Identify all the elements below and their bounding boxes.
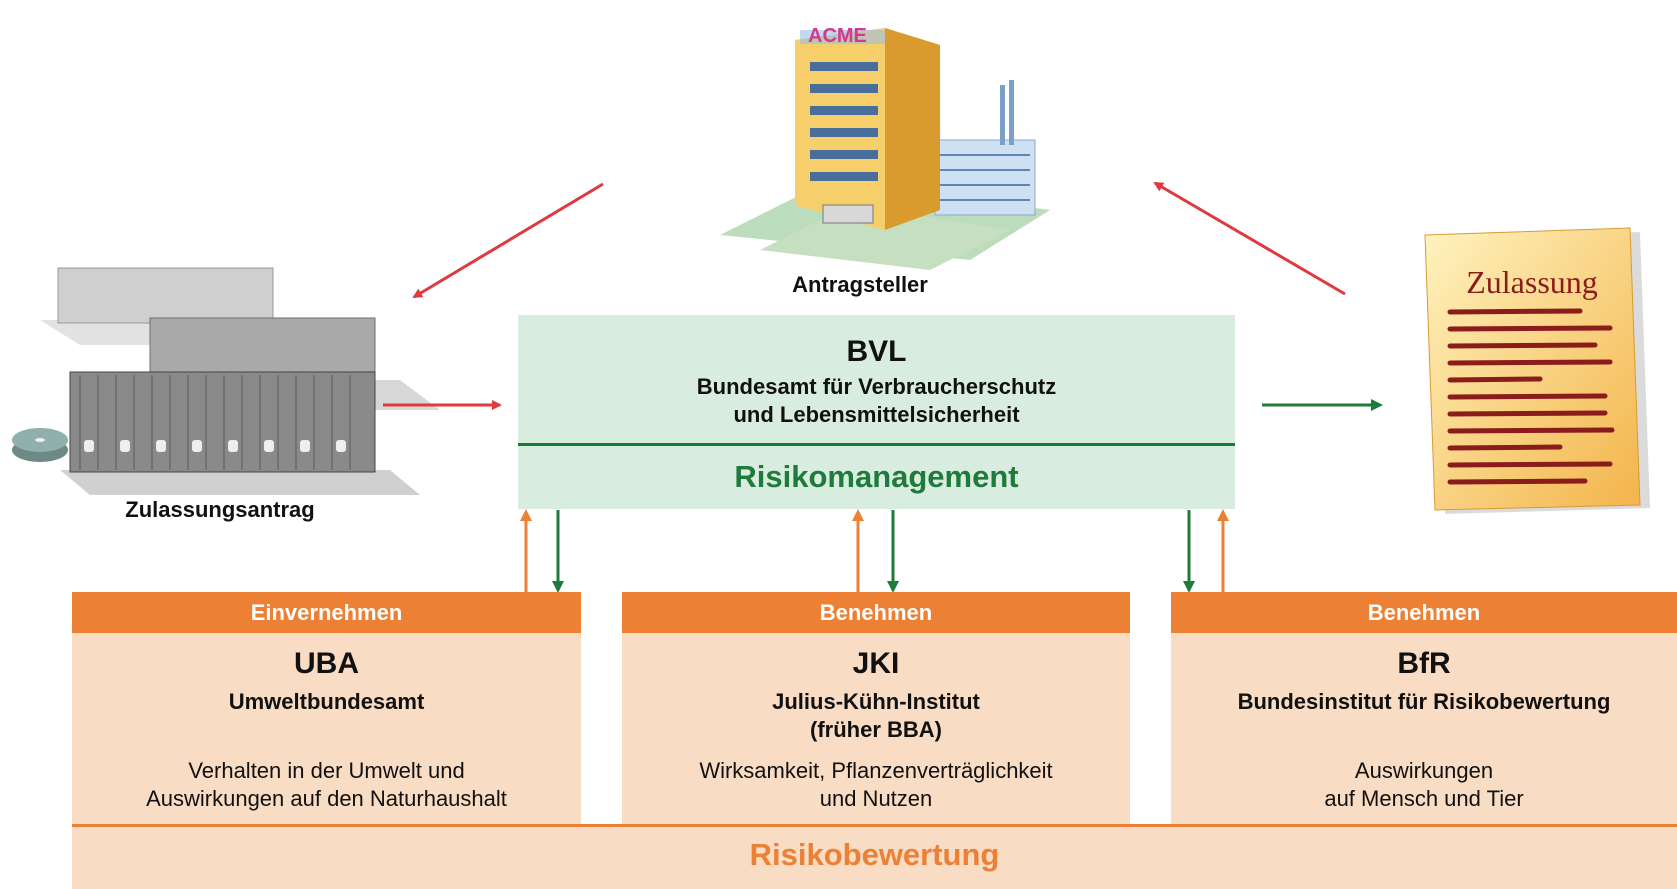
bvl-box: BVL Bundesamt für Verbraucherschutz und … <box>518 315 1235 509</box>
agency-bfr: Benehmen BfR Bundesinstitut für Risikobe… <box>1171 592 1677 824</box>
agency-desc-line-1: Verhalten in der Umwelt und <box>188 758 465 783</box>
agency-desc-line-2: und Nutzen <box>819 786 933 811</box>
agency-name-line-1: Bundesinstitut für Risikobewertung <box>1237 689 1611 714</box>
risk-assessment-band: Risikobewertung <box>72 824 1677 889</box>
acme-logo: ACME <box>808 25 867 47</box>
approval-document-title: Zulassung <box>1466 264 1598 300</box>
agency-abbreviation: UBA <box>294 647 359 680</box>
agency-full-name: Julius-Kühn-Institut (früher BBA) <box>622 688 1130 744</box>
file-folders-illustration <box>12 267 440 495</box>
bvl-name-line-1: Bundesamt für Verbraucherschutz <box>696 374 1057 399</box>
agency-desc-line-1: Auswirkungen <box>1354 758 1494 783</box>
bvl-abbreviation: BVL <box>846 335 907 368</box>
agency-name-line-1: Julius-Kühn-Institut <box>772 689 980 714</box>
agency-description: Auswirkungen auf Mensch und Tier <box>1171 757 1677 813</box>
agency-description: Wirksamkeit, Pflanzenverträglichkeit und… <box>622 757 1130 813</box>
agency-relation-header: Benehmen <box>622 592 1130 633</box>
risk-assessment-label: Risikobewertung <box>749 837 1000 872</box>
bvl-full-name: Bundesamt für Verbraucherschutz und Lebe… <box>518 373 1235 429</box>
bvl-name-line-2: und Lebensmittelsicherheit <box>733 402 1020 427</box>
agency-full-name: Bundesinstitut für Risikobewertung <box>1171 688 1677 716</box>
agency-abbreviation: JKI <box>852 647 900 680</box>
agency-desc-line-2: auf Mensch und Tier <box>1324 786 1524 811</box>
approval-document-illustration <box>1424 227 1650 514</box>
applicant-label: Antragsteller <box>792 272 928 297</box>
agency-abbreviation: BfR <box>1397 647 1451 680</box>
agency-relation-header: Benehmen <box>1171 592 1677 633</box>
agency-desc-line-2: Auswirkungen auf den Naturhaushalt <box>146 786 507 811</box>
arrow-approval-to-applicant <box>1153 181 1346 296</box>
arrow-applicant-to-application <box>412 182 604 299</box>
agency-desc-line-1: Wirksamkeit, Pflanzenverträglichkeit <box>699 758 1053 783</box>
agency-uba: Einvernehmen UBA Umweltbundesamt Verhalt… <box>72 592 581 824</box>
bvl-divider <box>518 443 1235 446</box>
agency-jki: Benehmen JKI Julius-Kühn-Institut (frühe… <box>622 592 1130 824</box>
building-illustration <box>720 28 1050 270</box>
agency-full-name: Umweltbundesamt <box>72 688 581 716</box>
risk-management-label: Risikomanagement <box>734 459 1019 494</box>
agency-description: Verhalten in der Umwelt und Auswirkungen… <box>72 757 581 813</box>
agency-relation-header: Einvernehmen <box>72 592 581 633</box>
agency-name-line-2: (früher BBA) <box>810 717 942 742</box>
application-label: Zulassungsantrag <box>125 497 315 522</box>
agency-name-line-1: Umweltbundesamt <box>228 689 425 714</box>
